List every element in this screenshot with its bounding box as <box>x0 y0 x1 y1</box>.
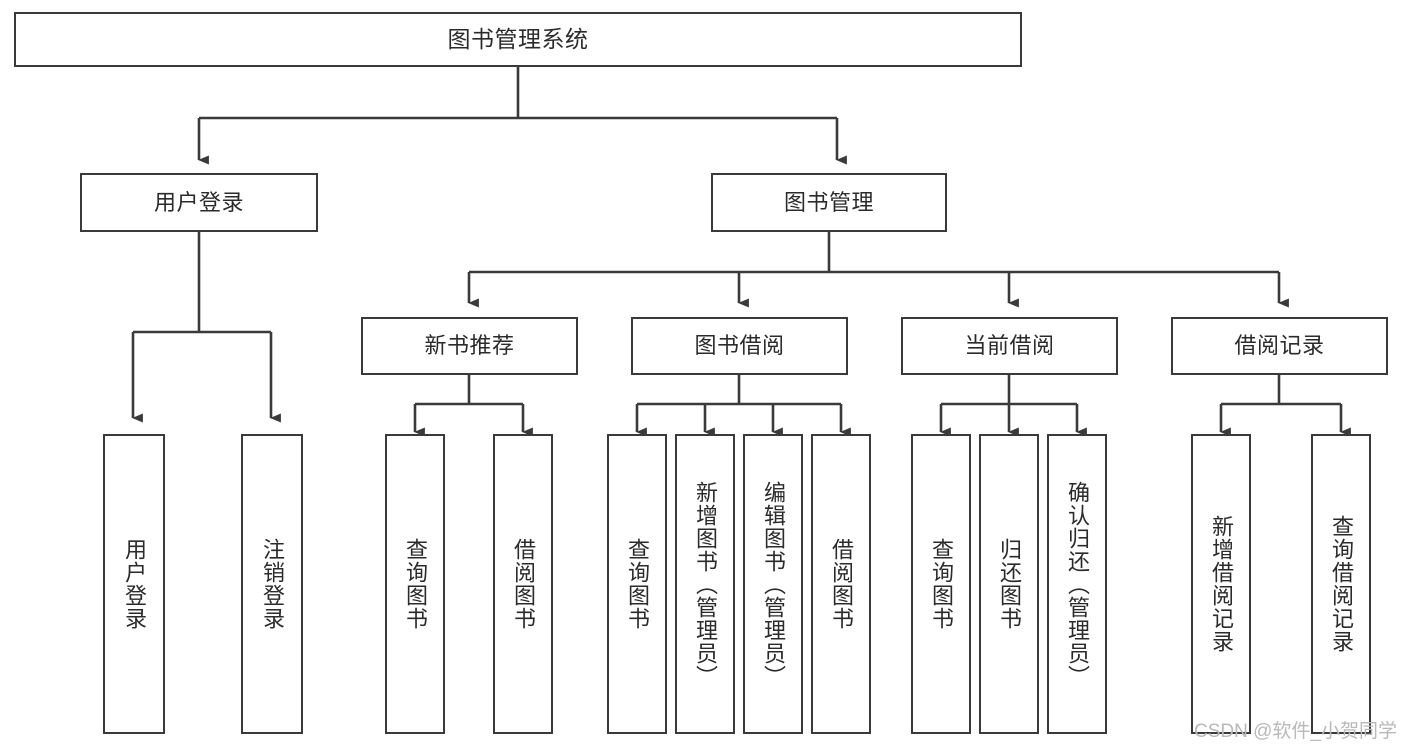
node-root[interactable]: 图书管理系统 <box>14 12 1022 67</box>
node-leaf-query-borrow-record-label: 查询借阅记录 <box>1328 515 1354 653</box>
node-user-login-label: 用户登录 <box>153 189 244 215</box>
node-leaf-user-login-label: 用户登录 <box>121 538 147 630</box>
node-leaf-query-book-2[interactable]: 查询图书 <box>607 434 667 734</box>
node-leaf-confirm-return-admin[interactable]: 确认归还（管理员） <box>1047 434 1107 734</box>
node-root-label: 图书管理系统 <box>447 26 589 53</box>
node-leaf-query-book-1[interactable]: 查询图书 <box>385 434 445 734</box>
connector-group-new-book-recommend <box>413 375 533 437</box>
node-leaf-borrow-book-1-label: 借阅图书 <box>510 538 536 630</box>
node-leaf-confirm-return-admin-label: 确认归还（管理员） <box>1064 480 1090 688</box>
connector-group-borrow-record <box>1219 375 1351 437</box>
connector-group-user-login <box>131 232 281 423</box>
node-leaf-borrow-book-2[interactable]: 借阅图书 <box>811 434 871 734</box>
node-borrow-record[interactable]: 借阅记录 <box>1171 317 1388 375</box>
node-book-manage[interactable]: 图书管理 <box>711 173 947 232</box>
node-current-borrow-label: 当前借阅 <box>964 333 1055 359</box>
node-book-borrow[interactable]: 图书借阅 <box>631 317 848 375</box>
connector-group-current-borrow <box>939 375 1087 437</box>
node-leaf-logout-login[interactable]: 注销登录 <box>241 434 303 734</box>
node-leaf-logout-login-label: 注销登录 <box>259 538 285 630</box>
node-leaf-edit-book-admin-label: 编辑图书（管理员） <box>760 480 786 688</box>
node-new-book-recommend[interactable]: 新书推荐 <box>361 317 578 375</box>
node-leaf-add-borrow-record[interactable]: 新增借阅记录 <box>1191 434 1251 734</box>
node-current-borrow[interactable]: 当前借阅 <box>901 317 1118 375</box>
node-leaf-borrow-book-1[interactable]: 借阅图书 <box>493 434 553 734</box>
node-leaf-return-book-label: 归还图书 <box>996 538 1022 630</box>
node-borrow-record-label: 借阅记录 <box>1234 333 1325 359</box>
node-leaf-add-book-admin[interactable]: 新增图书（管理员） <box>675 434 735 734</box>
node-leaf-query-book-3-label: 查询图书 <box>928 538 954 630</box>
node-new-book-recommend-label: 新书推荐 <box>424 333 515 359</box>
node-leaf-query-book-1-label: 查询图书 <box>402 538 428 630</box>
node-leaf-add-book-admin-label: 新增图书（管理员） <box>692 480 718 688</box>
connector-group-book-manage <box>467 232 1289 308</box>
node-leaf-return-book[interactable]: 归还图书 <box>979 434 1039 734</box>
connector-group-book-borrow <box>635 375 851 437</box>
node-leaf-add-borrow-record-label: 新增借阅记录 <box>1208 515 1234 653</box>
node-leaf-edit-book-admin[interactable]: 编辑图书（管理员） <box>743 434 803 734</box>
node-leaf-query-borrow-record[interactable]: 查询借阅记录 <box>1311 434 1371 734</box>
connector-group-root <box>197 67 847 165</box>
node-leaf-query-book-3[interactable]: 查询图书 <box>911 434 971 734</box>
node-leaf-query-book-2-label: 查询图书 <box>624 538 650 630</box>
node-leaf-user-login[interactable]: 用户登录 <box>103 434 165 734</box>
node-book-manage-label: 图书管理 <box>783 189 874 215</box>
node-leaf-borrow-book-2-label: 借阅图书 <box>828 538 854 630</box>
node-user-login[interactable]: 用户登录 <box>80 173 318 232</box>
node-book-borrow-label: 图书借阅 <box>694 333 785 359</box>
